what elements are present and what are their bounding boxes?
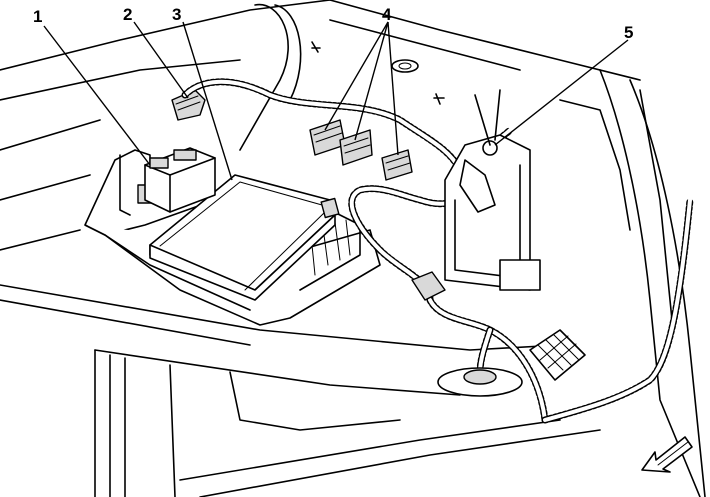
callout-5: 5 — [624, 23, 633, 42]
callout-leaders — [43, 21, 629, 181]
callout-1: 1 — [33, 7, 42, 26]
harness-connectors — [309, 119, 446, 301]
crosshatch-pad — [529, 329, 586, 381]
ground-bracket — [444, 89, 541, 291]
callout-3: 3 — [172, 5, 181, 24]
callout-4: 4 — [382, 5, 392, 24]
front-direction-arrow-icon — [641, 436, 693, 473]
small-control-module — [144, 147, 216, 213]
floor-grommet — [437, 367, 523, 397]
large-control-module — [149, 174, 340, 301]
callout-labels: 1 2 3 4 5 — [33, 5, 633, 42]
callout-2: 2 — [123, 5, 132, 24]
